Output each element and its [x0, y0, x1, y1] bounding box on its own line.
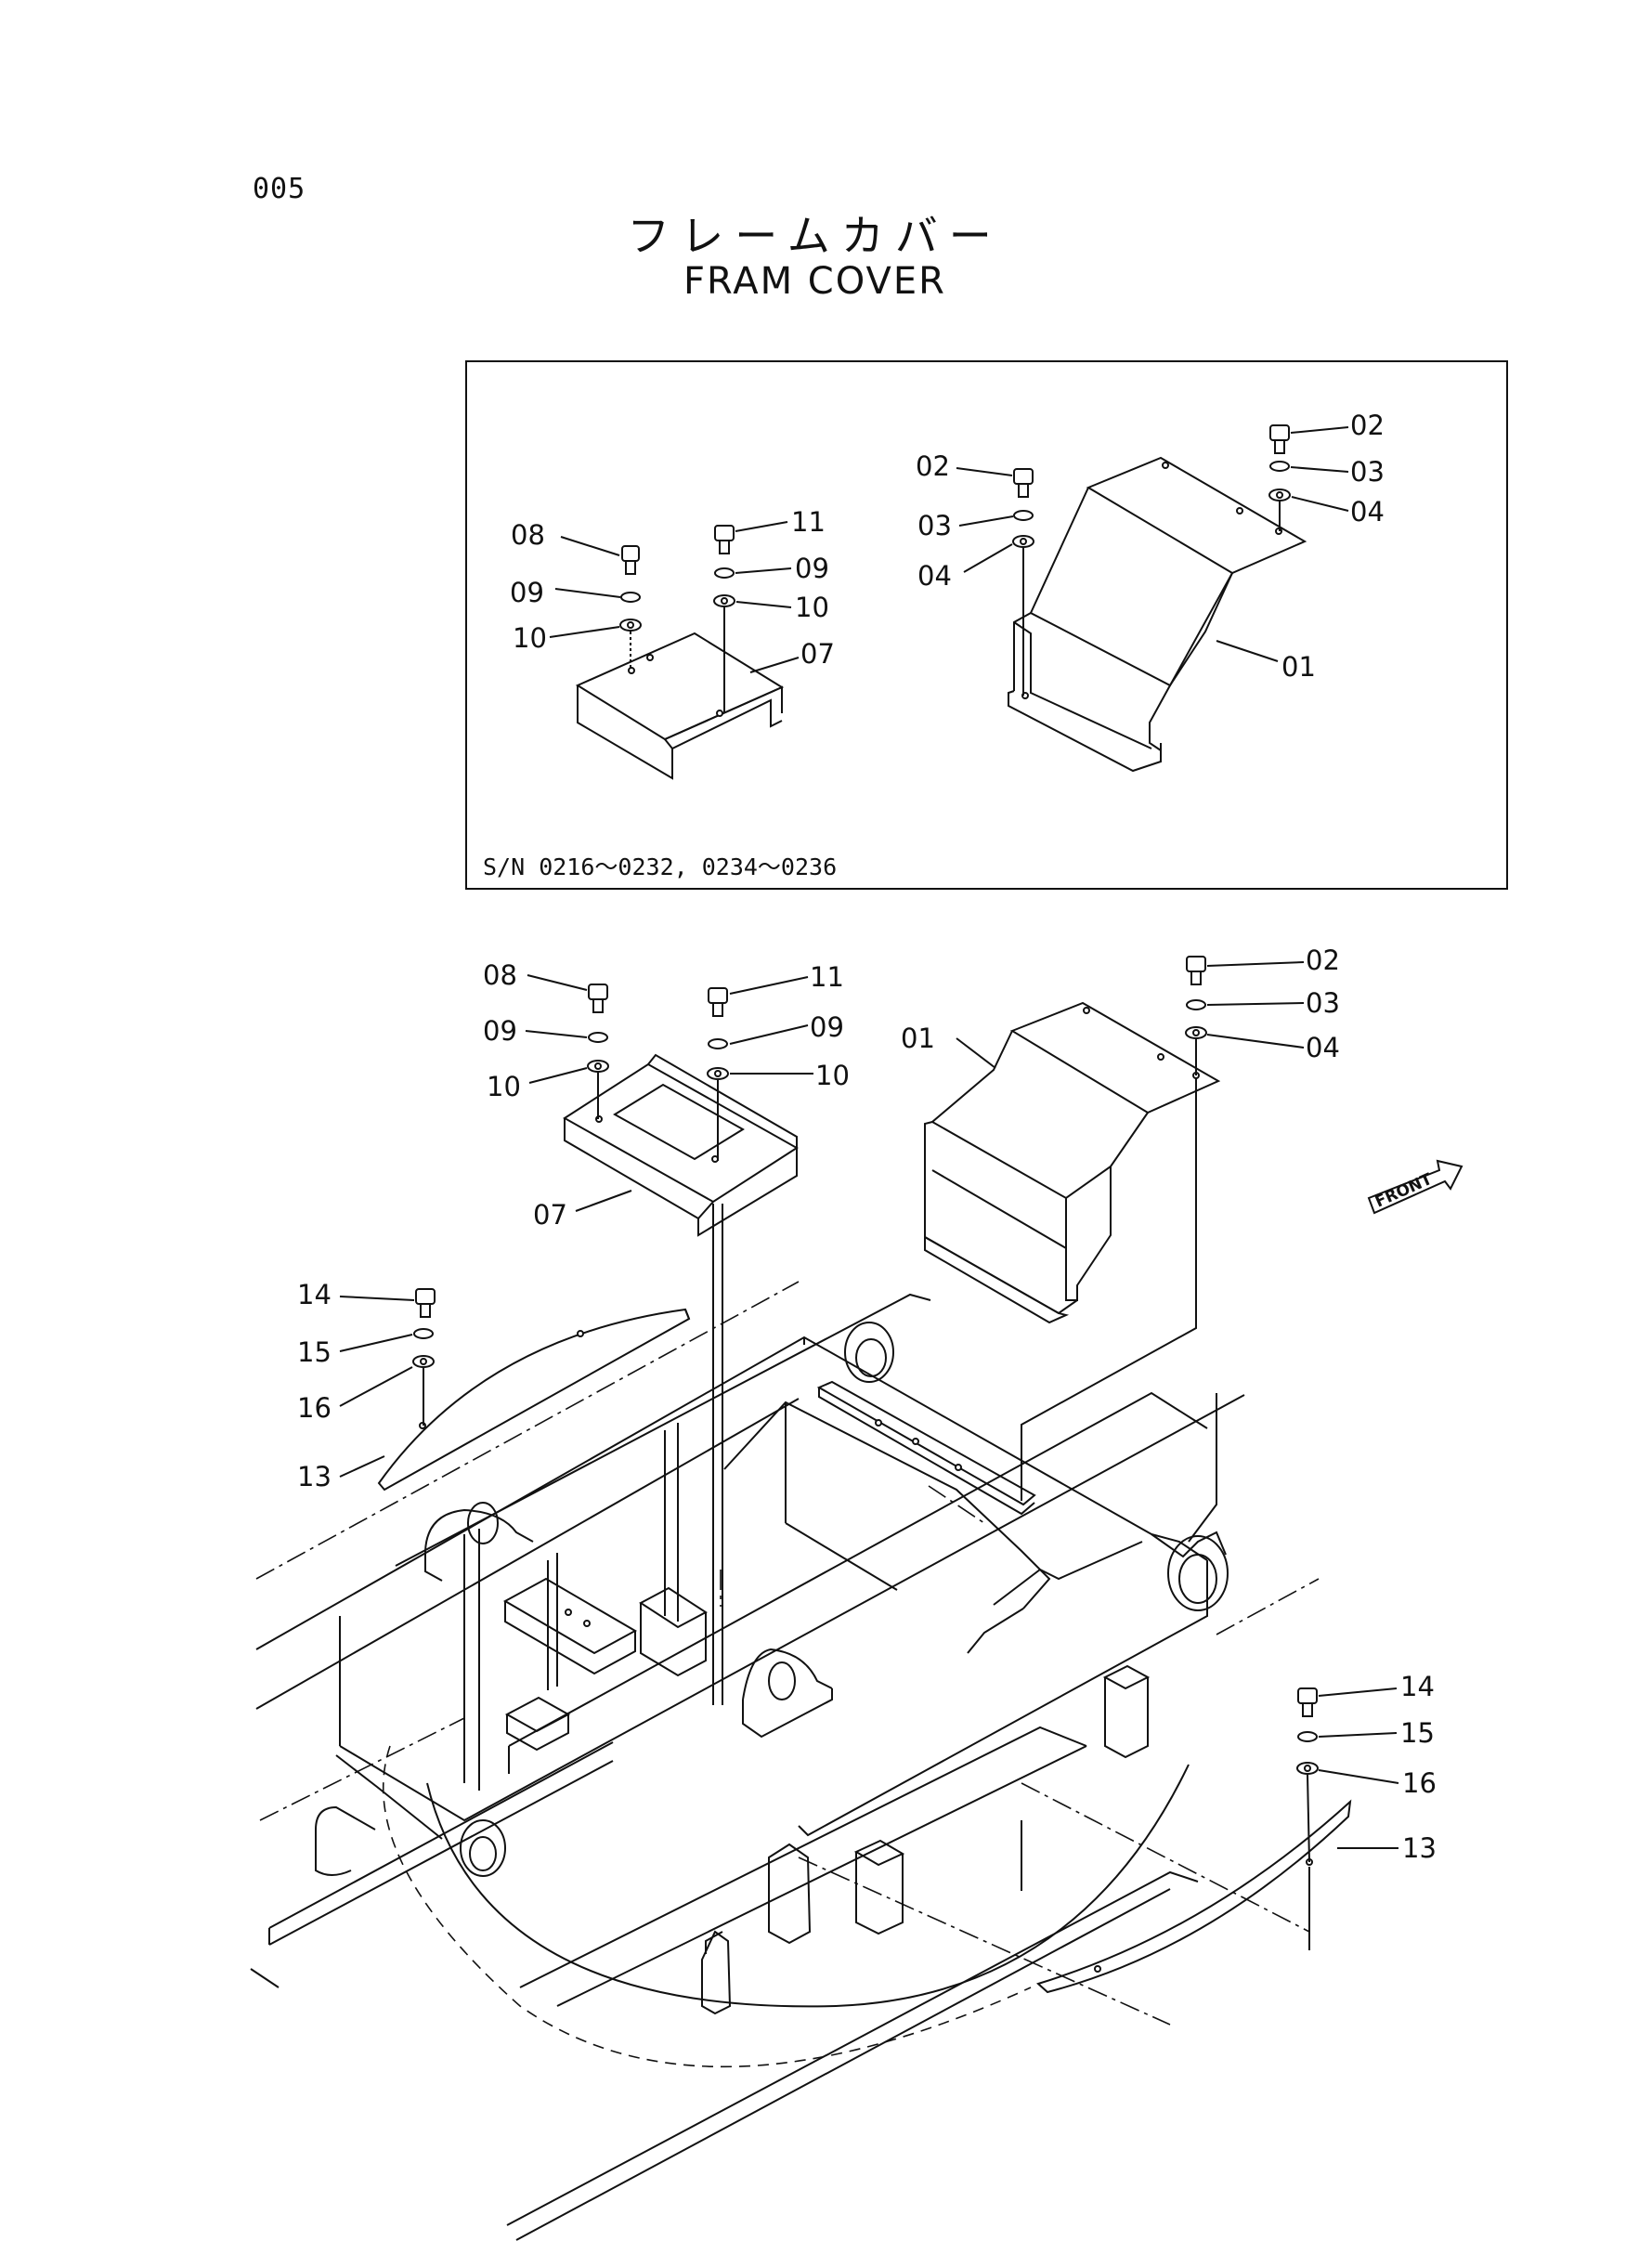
label-04: 04	[1306, 1032, 1340, 1063]
title-english: FRAM COVER	[683, 260, 946, 303]
inset-label-10b: 10	[795, 592, 829, 623]
label-16: 16	[297, 1392, 332, 1424]
inset-label-04b: 04	[1350, 496, 1385, 528]
main-diagram: FRONT	[250, 945, 1463, 2241]
upper-frame	[250, 1293, 1245, 2241]
serial-number-note: S/N 0216～0232, 0234～0236	[483, 853, 837, 880]
inset-label-07: 07	[800, 638, 835, 670]
label-09b: 09	[810, 1011, 844, 1043]
inset-label-03a: 03	[917, 510, 952, 541]
label-14: 14	[297, 1279, 332, 1310]
inset-label-11: 11	[791, 506, 826, 538]
label-07: 07	[533, 1199, 567, 1231]
inset-label-02b: 02	[1350, 410, 1385, 441]
cover-01	[924, 1001, 1221, 1324]
inset-leaders	[549, 426, 1349, 673]
label-15: 15	[297, 1336, 332, 1368]
inset-diagram: 08 09 10 11 09 10 07 02 03 04 02 03 04 0…	[465, 360, 1508, 890]
inset-label-04a: 04	[917, 560, 952, 592]
label-15b: 15	[1400, 1717, 1435, 1749]
label-01: 01	[901, 1023, 935, 1054]
inset-label-08: 08	[511, 519, 545, 551]
inset-label-09b: 09	[795, 553, 829, 584]
label-10: 10	[487, 1071, 521, 1102]
inset-label-01: 01	[1281, 651, 1316, 683]
labels: 08 09 10 07 11 09 10 01 02 03 04 14 15 1…	[297, 945, 1437, 1864]
label-08: 08	[483, 959, 517, 991]
inset-fasteners	[619, 424, 1291, 713]
fasteners	[412, 956, 1319, 1950]
centerlines	[255, 1281, 1320, 2068]
label-11: 11	[810, 961, 844, 993]
inset-labels: 08 09 10 11 09 10 07 02 03 04 02 03 04 0…	[483, 410, 1385, 880]
inset-label-09: 09	[510, 577, 544, 608]
label-09: 09	[483, 1015, 517, 1047]
inset-label-03b: 03	[1350, 456, 1385, 488]
label-14b: 14	[1400, 1671, 1435, 1702]
front-label: FRONT	[1372, 1170, 1436, 1212]
inset-cover-01	[1008, 456, 1307, 773]
plate-13-right	[1036, 1799, 1352, 1994]
label-13: 13	[297, 1461, 332, 1492]
label-16b: 16	[1402, 1767, 1437, 1799]
inset-cover-07	[575, 632, 785, 780]
label-10b: 10	[815, 1060, 850, 1091]
page-number: 005	[253, 173, 306, 205]
leaders	[339, 961, 1399, 1849]
cover-07	[563, 1053, 799, 1237]
title-japanese: フレームカバー	[627, 211, 1003, 261]
label-02: 02	[1306, 945, 1340, 976]
label-13b: 13	[1402, 1832, 1437, 1864]
label-03: 03	[1306, 987, 1340, 1019]
front-arrow: FRONT	[1367, 1159, 1463, 1215]
inset-label-02a: 02	[916, 450, 950, 482]
inset-label-10: 10	[513, 622, 547, 654]
